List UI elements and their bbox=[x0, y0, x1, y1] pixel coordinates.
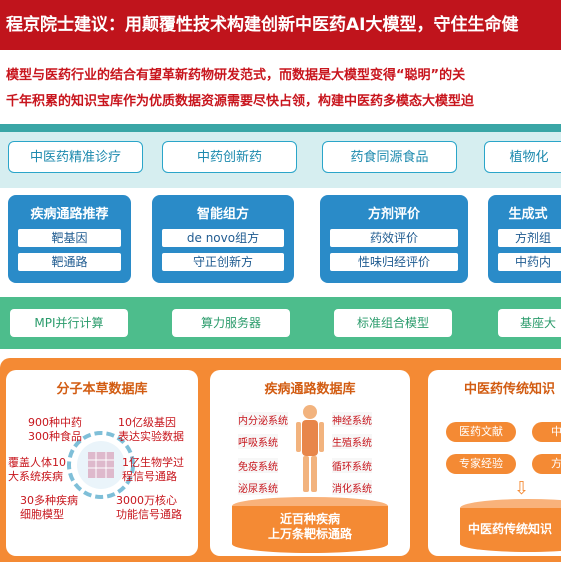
page-title: 程京院士建议：用颠覆性技术构建创新中医药AI大模型，守住生命健 bbox=[0, 0, 561, 50]
system-label: 神经系统 bbox=[332, 412, 372, 427]
tcm-db-footer: 中医药传统知识 bbox=[468, 522, 553, 536]
subtitle-line-2: 千年积累的知识宝库作为优质数据资源需要尽快占领，构建中医药多模态大模型迫 bbox=[6, 94, 475, 109]
module-item: 靶基因 bbox=[18, 229, 121, 247]
label: 30多种疾病 bbox=[20, 494, 78, 507]
label: 覆盖人体10 bbox=[8, 456, 66, 469]
tag-tcm-new-drug: 中药创新药 bbox=[162, 141, 297, 173]
database-cylinder-icon bbox=[232, 497, 388, 553]
disease-db-footer: 近百种疾病 上万条靶标通路 bbox=[230, 512, 390, 542]
molecular-ring-icon bbox=[67, 431, 135, 499]
label: 900种中药 bbox=[28, 416, 82, 429]
panel-tcm-db: 中医药传统知识 医药文献 中药 专家经验 方剂 ⇩ 中医药传统知识 bbox=[428, 370, 561, 556]
panel-title: 中医药传统知识 bbox=[464, 382, 556, 397]
module-item: 中药内 bbox=[498, 253, 561, 271]
module-item: 守正创新方 bbox=[162, 253, 284, 271]
application-band-stripe bbox=[0, 124, 561, 132]
module-disease-pathway: 疾病通路推荐 靶基因 靶通路 bbox=[8, 195, 131, 283]
system-label: 生殖系统 bbox=[332, 434, 372, 449]
tag-mpi: MPI并行计算 bbox=[10, 309, 128, 337]
label: 10亿级基因 bbox=[118, 416, 176, 429]
module-item: 药效评价 bbox=[330, 229, 458, 247]
system-label: 免疫系统 bbox=[238, 458, 278, 473]
subtitle-line-1: 模型与医药行业的结合有望革新药物研发范式，而数据是大模型变得“聪明”的关 bbox=[6, 68, 466, 83]
system-label: 泌尿系统 bbox=[238, 480, 278, 495]
module-formula-evaluation: 方剂评价 药效评价 性味归经评价 bbox=[320, 195, 468, 283]
label: 1亿生物学过 bbox=[122, 456, 184, 469]
database-cylinder-icon bbox=[460, 499, 561, 552]
module-item: de novo组方 bbox=[162, 229, 284, 247]
system-label: 呼吸系统 bbox=[238, 434, 278, 449]
module-item: 方剂组 bbox=[498, 229, 561, 247]
panel-title: 疾病通路数据库 bbox=[264, 382, 356, 397]
tag-tcm-diagnosis: 中医药精准诊疗 bbox=[8, 141, 143, 173]
label: 程信号通路 bbox=[122, 470, 177, 483]
footer-line: 近百种疾病 bbox=[279, 512, 340, 526]
label: 表达实验数据 bbox=[118, 430, 184, 443]
system-label: 内分泌系统 bbox=[238, 412, 288, 427]
module-title: 方剂评价 bbox=[367, 207, 420, 222]
tcm-item: 中药 bbox=[532, 422, 561, 442]
module-smart-formula: 智能组方 de novo组方 守正创新方 bbox=[152, 195, 294, 283]
tcm-item: 方剂 bbox=[532, 454, 561, 474]
module-item: 靶通路 bbox=[18, 253, 121, 271]
system-label: 消化系统 bbox=[332, 480, 372, 495]
module-title: 智能组方 bbox=[196, 207, 249, 222]
tcm-item: 医药文献 bbox=[446, 422, 516, 442]
panel-molecular-db: 分子本草数据库 900种中药 300种食品 10亿级基因 表达实验数据 覆盖人体… bbox=[6, 370, 198, 556]
human-body-icon bbox=[296, 405, 324, 492]
down-arrow-icon: ⇩ bbox=[514, 478, 530, 499]
label: 大系统疾病 bbox=[8, 470, 63, 483]
panel-title: 分子本草数据库 bbox=[56, 382, 148, 397]
label: 细胞模型 bbox=[20, 508, 64, 521]
footer-line: 上万条靶标通路 bbox=[267, 527, 352, 541]
tag-compute-server: 算力服务器 bbox=[172, 309, 290, 337]
label: 3000万核心 bbox=[116, 494, 177, 507]
module-generative: 生成式 方剂组 中药内 bbox=[488, 195, 561, 283]
label: 300种食品 bbox=[28, 430, 82, 443]
tag-food-medicine: 药食同源食品 bbox=[322, 141, 457, 173]
tcm-item: 专家经验 bbox=[446, 454, 516, 474]
module-title: 生成式 bbox=[508, 207, 548, 222]
panel-disease-db: 疾病通路数据库 内分泌系统 呼吸系统 免疫系统 泌尿系统 神经系统 生殖系统 循… bbox=[210, 370, 410, 556]
tag-plant-chemistry: 植物化 bbox=[484, 141, 561, 173]
label: 功能信号通路 bbox=[116, 508, 182, 521]
system-label: 循环系统 bbox=[332, 458, 372, 473]
module-item: 性味归经评价 bbox=[330, 253, 458, 271]
module-title: 疾病通路推荐 bbox=[30, 207, 109, 222]
tag-standard-model: 标准组合模型 bbox=[334, 309, 452, 337]
tag-base-model: 基座大 bbox=[498, 309, 561, 337]
